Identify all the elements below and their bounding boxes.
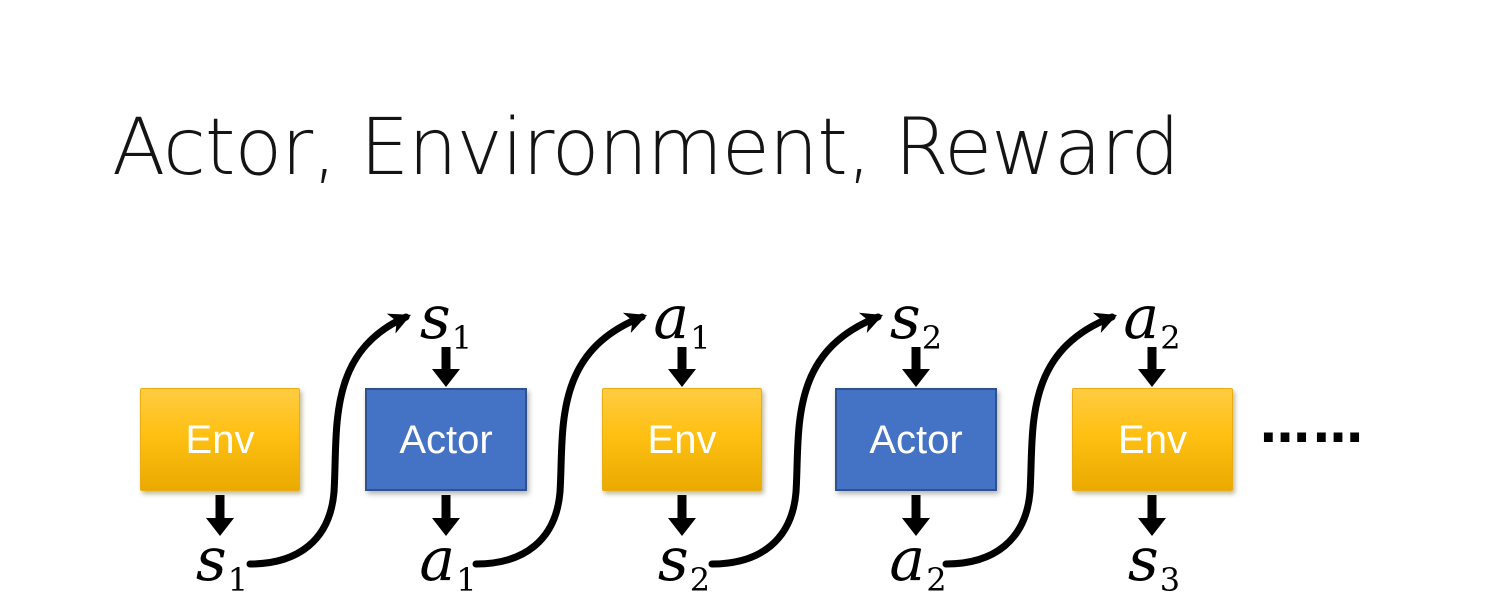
bottom-label-s3: s3 [1128, 530, 1180, 596]
bottom-label-a1-sub: 1 [456, 561, 477, 599]
bottom-label-a2-base: a [889, 525, 926, 595]
bottom-label-s2-sub: 2 [689, 561, 711, 599]
bottom-label-a2-sub: 2 [926, 561, 947, 599]
top-label-s2-sub: 2 [921, 319, 943, 357]
actor-box-2: Actor [835, 388, 997, 491]
top-label-a2-base: a [1123, 283, 1160, 353]
actor-box-1: Actor [365, 388, 527, 491]
curve-arrow-a1 [472, 312, 648, 568]
top-label-a2: a2 [1123, 288, 1180, 354]
arrow-down-env3-to-s3 [1138, 495, 1166, 536]
ellipsis-dots: …… [1260, 396, 1366, 454]
arrow-down-env1-to-s1 [206, 495, 234, 536]
arrow-down-env2-to-s2 [668, 495, 696, 536]
top-label-a1: a1 [653, 288, 710, 354]
curve-arrow-a2 [942, 312, 1118, 568]
top-label-s1-base: s [419, 283, 451, 353]
actor-box-2-label: Actor [869, 417, 963, 462]
arrow-down-actor2-to-a2 [902, 495, 930, 536]
env-box-2: Env [602, 388, 762, 491]
arrow-down-s2-to-actor2 [902, 347, 930, 387]
curve-arrow-s1 [246, 313, 411, 568]
bottom-label-s1-base: s [195, 525, 227, 595]
bottom-label-a2: a2 [889, 530, 946, 596]
top-label-s1: s1 [420, 288, 472, 354]
top-label-s2-base: s [889, 283, 921, 353]
env-box-3: Env [1072, 388, 1233, 491]
bottom-label-s1: s1 [196, 530, 248, 596]
bottom-label-s1-sub: 1 [227, 561, 249, 599]
arrow-down-actor1-to-a1 [432, 495, 460, 536]
arrow-down-a2-to-env3 [1138, 347, 1166, 387]
top-label-a1-sub: 1 [690, 319, 711, 357]
env-box-2-label: Env [647, 417, 717, 462]
top-label-a2-sub: 2 [1160, 319, 1181, 357]
slide-title: Actor, Environment, Reward [112, 103, 1180, 193]
arrow-down-s1-to-actor1 [432, 347, 460, 387]
top-label-s1-sub: 1 [451, 319, 473, 357]
bottom-label-a1-base: a [419, 525, 456, 595]
bottom-label-s2-base: s [657, 525, 689, 595]
bottom-label-s3-base: s [1127, 525, 1159, 595]
env-box-3-label: Env [1118, 417, 1187, 462]
bottom-label-s3-sub: 3 [1159, 561, 1181, 599]
env-box-1: Env [140, 388, 300, 491]
env-box-1-label: Env [185, 417, 255, 462]
bottom-label-s2: s2 [658, 530, 710, 596]
actor-box-1-label: Actor [399, 417, 493, 462]
top-label-s2: s2 [890, 288, 942, 354]
curve-arrow-s2 [708, 312, 884, 568]
arrow-down-a1-to-env2 [668, 347, 696, 387]
top-label-a1-base: a [653, 283, 690, 353]
bottom-label-a1: a1 [419, 530, 476, 596]
